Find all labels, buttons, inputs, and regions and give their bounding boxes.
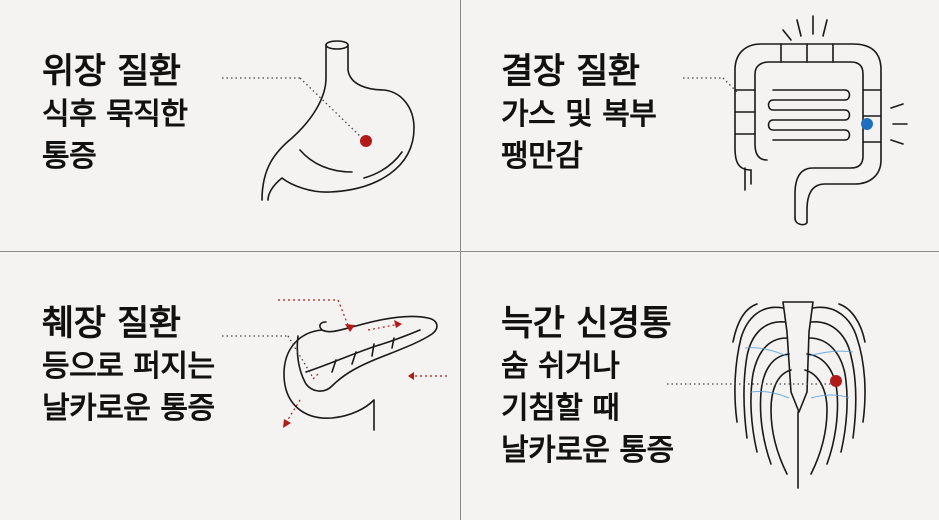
panel-title: 결장 질환: [501, 52, 640, 92]
panel-line: 가스 및 복부: [501, 97, 657, 132]
pancreas-icon: [222, 299, 448, 431]
pain-marker: [360, 135, 372, 147]
panel-pancreas-text: 췌장 질환 등으로 퍼지는 날카로운 통증: [42, 302, 215, 430]
panel-colon-text: 결장 질환 가스 및 복부 팽만감: [501, 50, 657, 178]
vertical-divider: [460, 0, 461, 520]
panel-line: 날카로운 통증: [501, 433, 674, 468]
panel-title: 늑간 신경통: [501, 304, 672, 344]
panel-line: 등으로 퍼지는: [42, 349, 215, 384]
colon-icon: [683, 15, 908, 226]
panel-ribcage-text: 늑간 신경통 숨 쉬거나 기침할 때 날카로운 통증: [501, 302, 674, 472]
panel-line: 팽만감: [501, 139, 583, 174]
stomach-icon: [222, 40, 415, 201]
panel-line: 숨 쉬거나: [501, 349, 620, 384]
ribcage-icon: [667, 301, 866, 489]
panel-title: 위장 질환: [42, 52, 181, 92]
pain-marker: [830, 375, 842, 387]
panel-stomach: 위장 질환 식후 묵직한 통증: [0, 0, 460, 251]
panel-pancreas: 췌장 질환 등으로 퍼지는 날카로운 통증: [0, 252, 460, 520]
horizontal-divider: [0, 251, 939, 252]
panel-line: 기침할 때: [501, 391, 620, 426]
panel-title: 췌장 질환: [42, 304, 181, 344]
panel-line: 날카로운 통증: [42, 391, 215, 426]
panel-colon: 결장 질환 가스 및 복부 팽만감: [461, 0, 939, 251]
panel-line: 통증: [42, 139, 97, 174]
panel-line: 식후 묵직한: [42, 97, 188, 132]
panel-stomach-text: 위장 질환 식후 묵직한 통증: [42, 50, 188, 178]
panel-ribcage: 늑간 신경통 숨 쉬거나 기침할 때 날카로운 통증: [461, 252, 939, 520]
pain-marker: [861, 118, 873, 130]
